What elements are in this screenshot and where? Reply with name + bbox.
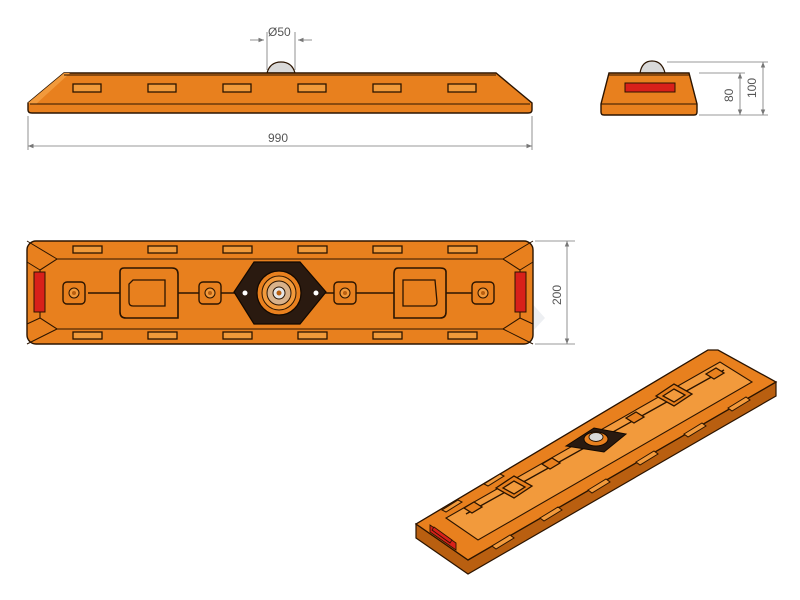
front-slot	[297, 83, 327, 93]
front-slot	[447, 83, 477, 93]
front-slot	[147, 83, 177, 93]
dimension-stud-diameter: Ø50	[268, 25, 291, 39]
dimension-total-length: 990	[268, 131, 288, 145]
top-reflector-left	[33, 271, 46, 313]
bolt-pocket	[198, 281, 222, 305]
dimension-width: 200	[550, 285, 564, 305]
bolt-pocket	[333, 281, 357, 305]
iso-slot	[482, 473, 506, 487]
iso-bolt-pocket	[540, 457, 562, 470]
front-slot	[72, 83, 102, 93]
iso-slot	[539, 506, 563, 522]
side-reflector	[624, 82, 676, 93]
front-slot	[222, 83, 252, 93]
bolt-pocket	[471, 281, 495, 305]
iso-slot	[727, 396, 751, 412]
front-stud	[266, 61, 296, 74]
top-view: 200	[26, 240, 575, 345]
iso-bolt-pocket	[624, 411, 646, 424]
top-slot	[447, 331, 478, 340]
isometric-view	[414, 349, 778, 575]
iso-slot	[635, 450, 659, 466]
leaf-pocket	[119, 267, 179, 319]
iso-bolt-pocket	[462, 501, 484, 514]
top-slot	[72, 331, 103, 340]
top-slot	[72, 245, 103, 254]
front-slot	[372, 83, 402, 93]
top-slot	[297, 331, 328, 340]
top-slot	[222, 245, 253, 254]
top-slot	[147, 245, 178, 254]
front-view: Ø50 990	[27, 25, 533, 150]
iso-slot	[440, 499, 464, 513]
top-slot	[447, 245, 478, 254]
top-reflector-right	[514, 271, 527, 313]
top-slot	[147, 331, 178, 340]
side-body	[600, 72, 698, 116]
top-slot	[222, 331, 253, 340]
side-stud	[639, 60, 666, 74]
dimension-total-height: 100	[745, 78, 759, 98]
front-body	[27, 72, 533, 114]
top-slot	[372, 245, 403, 254]
side-view: 80 100	[600, 60, 768, 116]
iso-slot	[491, 534, 515, 550]
iso-bolt-pocket	[704, 367, 726, 380]
top-slot	[372, 331, 403, 340]
iso-slot	[587, 478, 611, 494]
bolt-pocket	[62, 281, 86, 305]
leaf-pocket	[393, 267, 447, 319]
dimension-body-height: 80	[722, 88, 736, 102]
center-stud-plate	[233, 261, 327, 325]
top-slot	[297, 245, 328, 254]
iso-slot	[683, 422, 707, 438]
